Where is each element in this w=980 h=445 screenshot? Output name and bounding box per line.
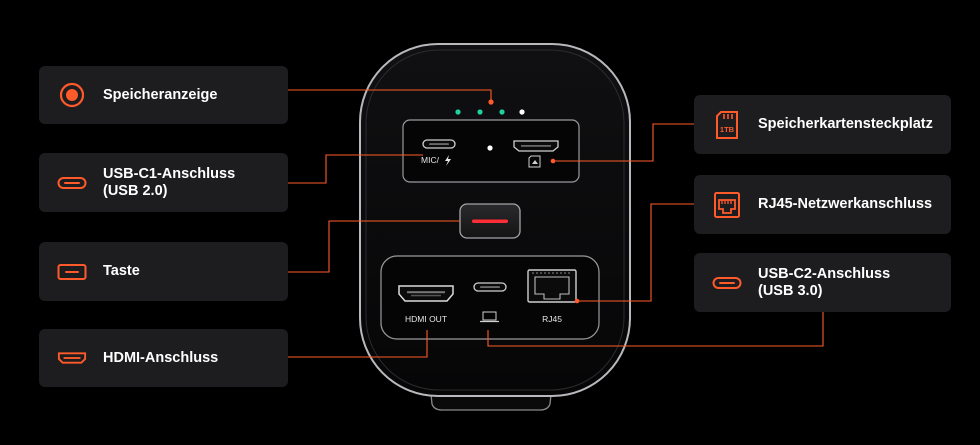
led (519, 109, 525, 115)
callout-label: USB-C2-Anschluss (USB 3.0) (758, 265, 891, 299)
mic-label: MIC/ (421, 155, 440, 165)
led (477, 109, 483, 115)
callout-label: RJ45-Netzwerkanschluss (758, 196, 933, 212)
callout-storage-indicator: Speicheranzeige (39, 66, 288, 124)
line-rj45 (577, 203, 694, 302)
button-icon (57, 257, 87, 287)
endpoint-storage (488, 99, 494, 105)
hdmi-out-label: HDMI OUT (405, 314, 447, 324)
callout-hdmi: HDMI-Anschluss (39, 329, 288, 387)
endpoint-rj45 (574, 298, 580, 304)
storage-leds (455, 109, 525, 115)
line-usbc1 (288, 154, 423, 184)
callout-usb-c2: USB-C2-Anschluss (USB 3.0) (694, 253, 951, 312)
callout-label: HDMI-Anschluss (103, 349, 219, 366)
callout-button: Taste (39, 242, 288, 301)
callout-label: USB-C1-Anschluss (USB 2.0) (103, 165, 236, 199)
panel-status-dot (487, 145, 493, 151)
rj45-port[interactable] (527, 269, 577, 303)
hdmi-port[interactable] (398, 285, 454, 302)
callout-label: Speicherkartensteckplatz (758, 116, 933, 132)
callout-rj45: RJ45-Netzwerkanschluss (694, 175, 951, 234)
rj45-label: RJ45 (542, 314, 562, 324)
usb-c-port-icon (712, 268, 742, 298)
memory-card-slot[interactable] (513, 140, 559, 152)
callout-memory-card-slot: 1TB Speicherkartensteckplatz (694, 95, 951, 154)
connector-lines (288, 89, 824, 358)
led (499, 109, 505, 115)
line-storage (288, 89, 492, 102)
memory-card-capacity: 1TB (720, 125, 735, 134)
callout-label: Speicheranzeige (103, 86, 218, 103)
callout-label: Taste (103, 263, 140, 279)
line-button (288, 220, 460, 273)
record-indicator-icon (57, 80, 87, 110)
power-bolt-icon (445, 155, 451, 166)
laptop-icon (480, 311, 499, 323)
line-card (553, 123, 694, 162)
memory-card-icon: 1TB (712, 110, 742, 140)
usb-c-port-icon (57, 168, 87, 198)
sd-card-icon (528, 155, 541, 168)
usb-c1-port[interactable] (422, 139, 456, 149)
connector-endpoints (488, 99, 580, 304)
hdmi-port-icon (57, 343, 87, 373)
line-hdmi (288, 330, 428, 358)
callout-usb-c1: USB-C1-Anschluss (USB 2.0) (39, 153, 288, 212)
ethernet-port-icon (712, 190, 742, 220)
usb-c2-port[interactable] (473, 282, 507, 292)
endpoint-card (550, 158, 556, 164)
led (455, 109, 461, 115)
device-button[interactable] (459, 203, 521, 239)
line-usbc2 (487, 312, 824, 347)
